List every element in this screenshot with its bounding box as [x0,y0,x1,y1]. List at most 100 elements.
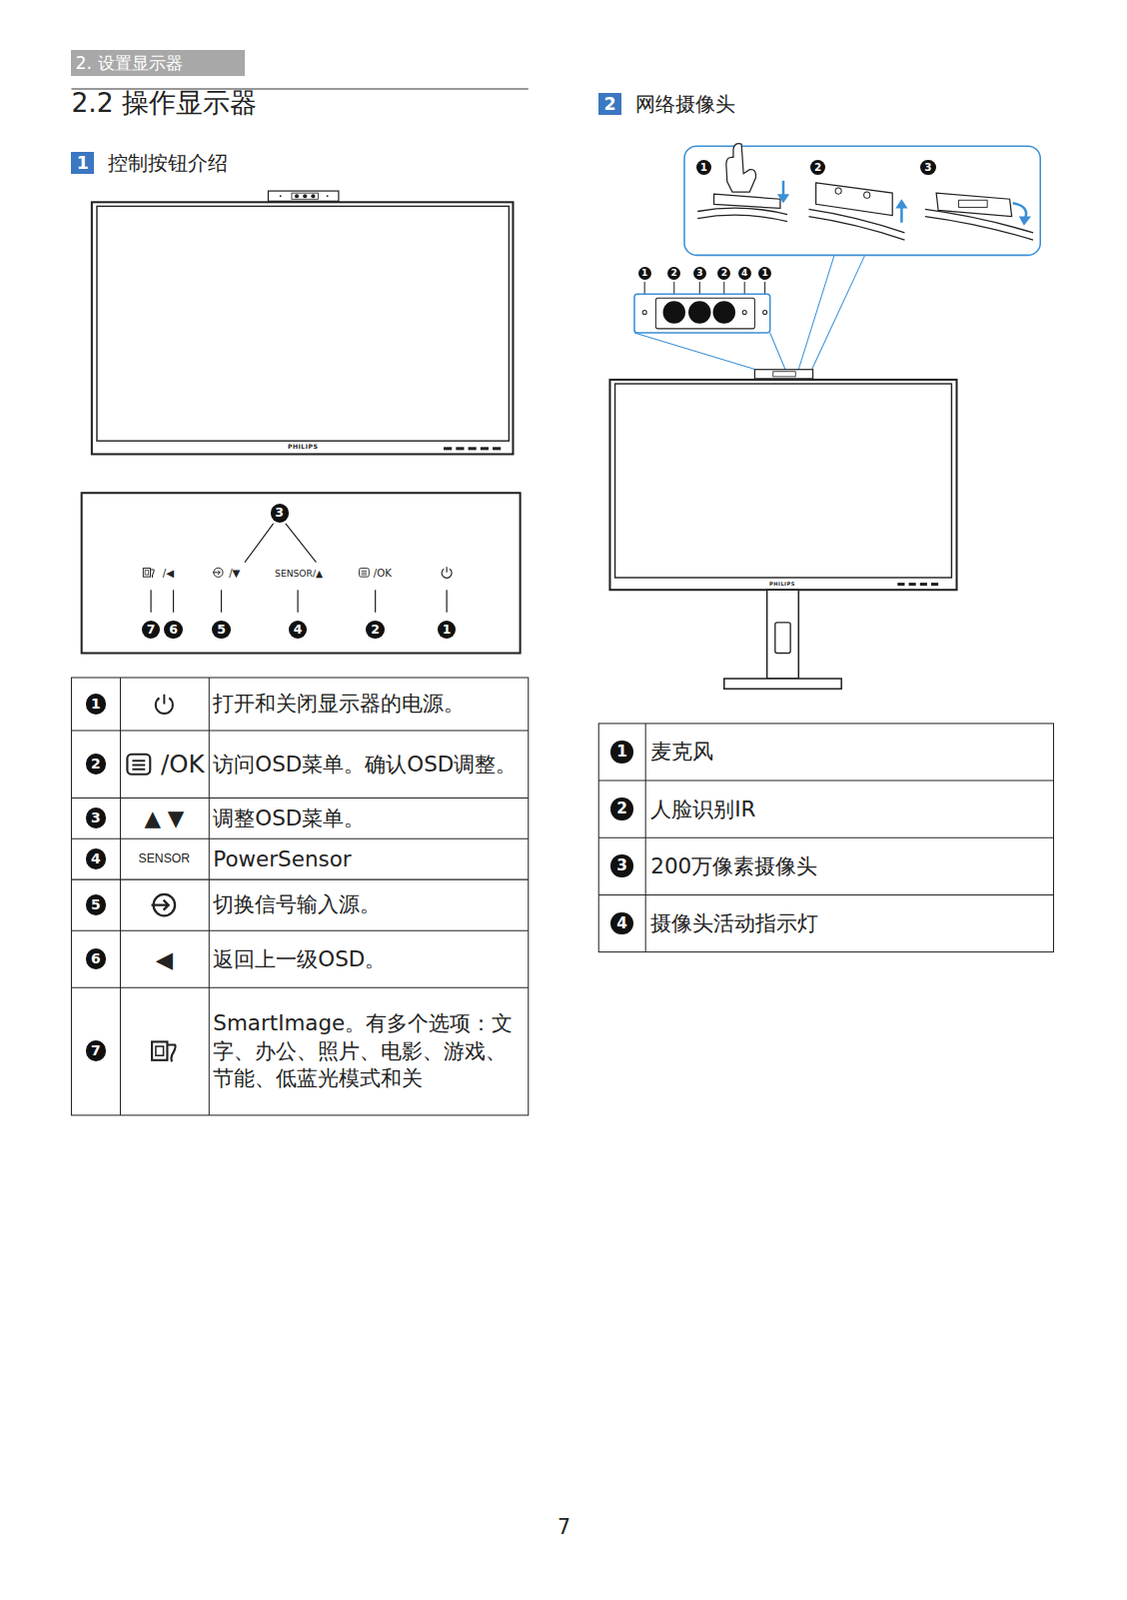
button-table [70,677,528,1116]
callout-number: 7 [141,620,160,639]
chapter-name: 2. 设置显示器 [70,50,186,75]
button-panel [244,523,316,563]
section-heading: 2 网络摄像头 [598,89,736,118]
section-heading: 1控制按钮介绍 [70,148,228,177]
webcam-strip [634,293,771,333]
webcam-inset [726,143,757,192]
webcam-inset [684,143,1041,256]
button-table [70,677,528,1116]
table-cell: 麦克风 [650,738,1049,766]
callout-number: 1 [638,266,652,280]
page-title: 2.2 操作显示器 [70,86,257,119]
callout-number: 2 [717,266,731,280]
table-cell: 调整OSD菜单。 [212,804,525,832]
monitor-stand [775,622,791,654]
callout-number: 4 [288,620,307,639]
callout-number: 2 [610,797,633,820]
webcam-inset [864,191,871,198]
section-number: 2 [598,92,621,115]
callout-number: 1 [437,620,456,639]
button-icon-text: /OK [373,567,392,579]
callout-number: 6 [85,948,106,969]
callout-number: 1 [758,266,772,280]
monitor-front [492,446,501,450]
webcam-table [598,723,1054,953]
button-table [70,677,528,1116]
monitor-stand [609,369,957,690]
button-icon-text: SENSOR/▲ [274,568,323,579]
callout-number: 6 [163,620,182,639]
table-cell: SmartImage。有多个选项：文字、办公、照片、电影、游戏、节能、低蓝光模式… [212,1009,525,1092]
webcam-strip [663,300,686,323]
callout-number: 2 [667,266,681,280]
button-table [151,1041,175,1062]
callout-number: 1 [85,693,106,714]
button-table [126,754,150,775]
callout-number: 5 [211,620,230,639]
webcam-inset [936,192,1013,216]
button-table [155,694,173,714]
callout-number: 4 [610,912,633,935]
monitor-stand [609,379,957,590]
monitor-stand [909,582,917,586]
callout-number: 2 [810,159,826,175]
monitor-front [294,193,299,198]
monitor-stand [773,371,796,377]
button-icon-text: /▼ [228,567,240,579]
webcam-inset [816,182,894,216]
webcam-strip [688,300,711,323]
button-symbol: SENSOR [138,852,191,866]
monitor-front [310,193,315,198]
callout-number: 3 [693,266,707,280]
table-cell: 摄像头活动指示灯 [650,909,1049,937]
monitor-front [443,446,452,450]
monitor-front [91,201,514,454]
chapter-band: 2. 设置显示器 [70,49,245,76]
monitor-front [455,446,464,450]
monitor-stand [767,589,800,679]
callout-number: 2 [365,620,384,639]
button-panel [359,568,370,578]
button-panel [81,492,521,653]
callout-number: 1 [610,740,633,763]
button-symbol: ▲ ▼ [143,806,184,831]
webcam-inset [959,199,989,207]
monitor-stand [931,582,939,586]
leader-line [634,254,866,369]
button-panel [142,568,154,578]
webcam-strip [763,310,768,315]
webcam-table [598,723,1054,953]
callout-number: 3 [610,854,633,877]
section-title: 网络摄像头 [635,89,736,118]
table-cell: PowerSensor [212,845,525,873]
monitor-front [326,194,329,197]
monitor-front [291,192,319,199]
button-symbol: ◀ [155,946,173,972]
callout-number: 1 [696,159,712,175]
button-panel [81,492,521,653]
callout-number: 5 [85,894,106,915]
table-cell: 返回上一级OSD。 [212,945,525,973]
callout-number: 7 [85,1040,106,1061]
table-cell: 人脸识别IR [650,795,1049,823]
monitor-front [279,194,282,197]
webcam-inset [782,180,786,195]
table-cell: 200万像素摄像头 [650,852,1049,880]
section-number: 1 [70,151,93,174]
table-cell: 切换信号输入源。 [212,891,525,919]
webcam-inset [1013,202,1027,218]
button-table [150,894,175,916]
table-cell: 访问OSD菜单。确认OSD调整。 [212,750,525,778]
webcam-table [598,723,1054,953]
webcam-inset [900,206,904,222]
webcam-inset [714,193,781,208]
leader-line [634,254,866,369]
webcam-strip [642,310,647,315]
monitor-front [302,193,307,198]
webcam-inset [1019,216,1032,226]
monitor-stand [897,582,905,586]
callout-number: 2 [85,753,106,774]
brand-logo: PHILIPS [286,443,319,451]
monitor-front [480,446,489,450]
monitor-stand [920,582,928,586]
